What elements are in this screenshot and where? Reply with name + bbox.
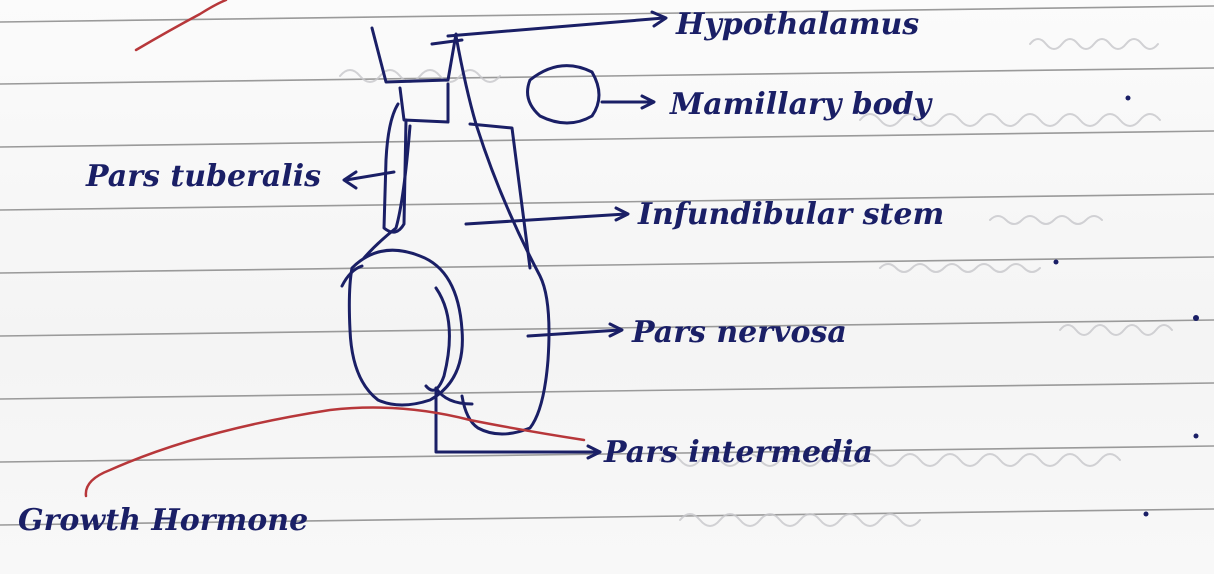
stem-right-edge — [456, 36, 549, 434]
hypothalamus-outline — [372, 28, 456, 82]
pars-nervosa-arrow — [528, 330, 620, 336]
red-annotations — [86, 0, 584, 496]
label-pars-nervosa: Pars nervosa — [632, 318, 847, 348]
ruled-line — [0, 383, 1214, 399]
pars-intermedia-leader — [436, 392, 600, 452]
ruled-line — [0, 6, 1214, 22]
ghost-scribble — [880, 264, 1040, 272]
infundibular-arrow — [466, 214, 626, 224]
label-mamillary-body: Mamillary body — [670, 90, 931, 120]
label-pars-tuberalis: Pars tuberalis — [86, 162, 321, 192]
label-infundibular-stem: Infundibular stem — [638, 200, 944, 230]
pituitary-drawing — [342, 28, 600, 452]
anterior-lobe-outline — [349, 250, 462, 405]
stem-inner-edge — [470, 124, 530, 268]
label-pars-intermedia: Pars intermedia — [604, 438, 873, 468]
label-growth-hormone: Growth Hormone — [18, 506, 308, 536]
mamillary-body-outline — [528, 66, 599, 123]
ink-dot — [1126, 96, 1131, 101]
ink-dot — [1194, 434, 1199, 439]
margin-dots — [1054, 96, 1200, 517]
pars-intermedia-curve — [426, 288, 449, 390]
ghost-scribble — [1030, 39, 1158, 49]
ruled-line — [0, 320, 1214, 336]
ruled-line — [0, 194, 1214, 210]
ruled-line — [0, 131, 1214, 147]
ruled-line — [0, 257, 1214, 273]
pars-tuberalis-outline — [384, 104, 406, 232]
ghost-scribble — [1060, 325, 1172, 335]
ghost-scribble — [990, 216, 1102, 224]
stalk-neck — [400, 84, 448, 122]
ruled-line — [0, 68, 1214, 84]
hypothalamus-arrow — [448, 18, 664, 36]
red-top-stroke — [136, 0, 226, 50]
ink-dot — [1144, 512, 1149, 517]
ink-dot — [1193, 315, 1199, 321]
label-hypothalamus: Hypothalamus — [676, 10, 919, 40]
ink-dot — [1054, 260, 1059, 265]
